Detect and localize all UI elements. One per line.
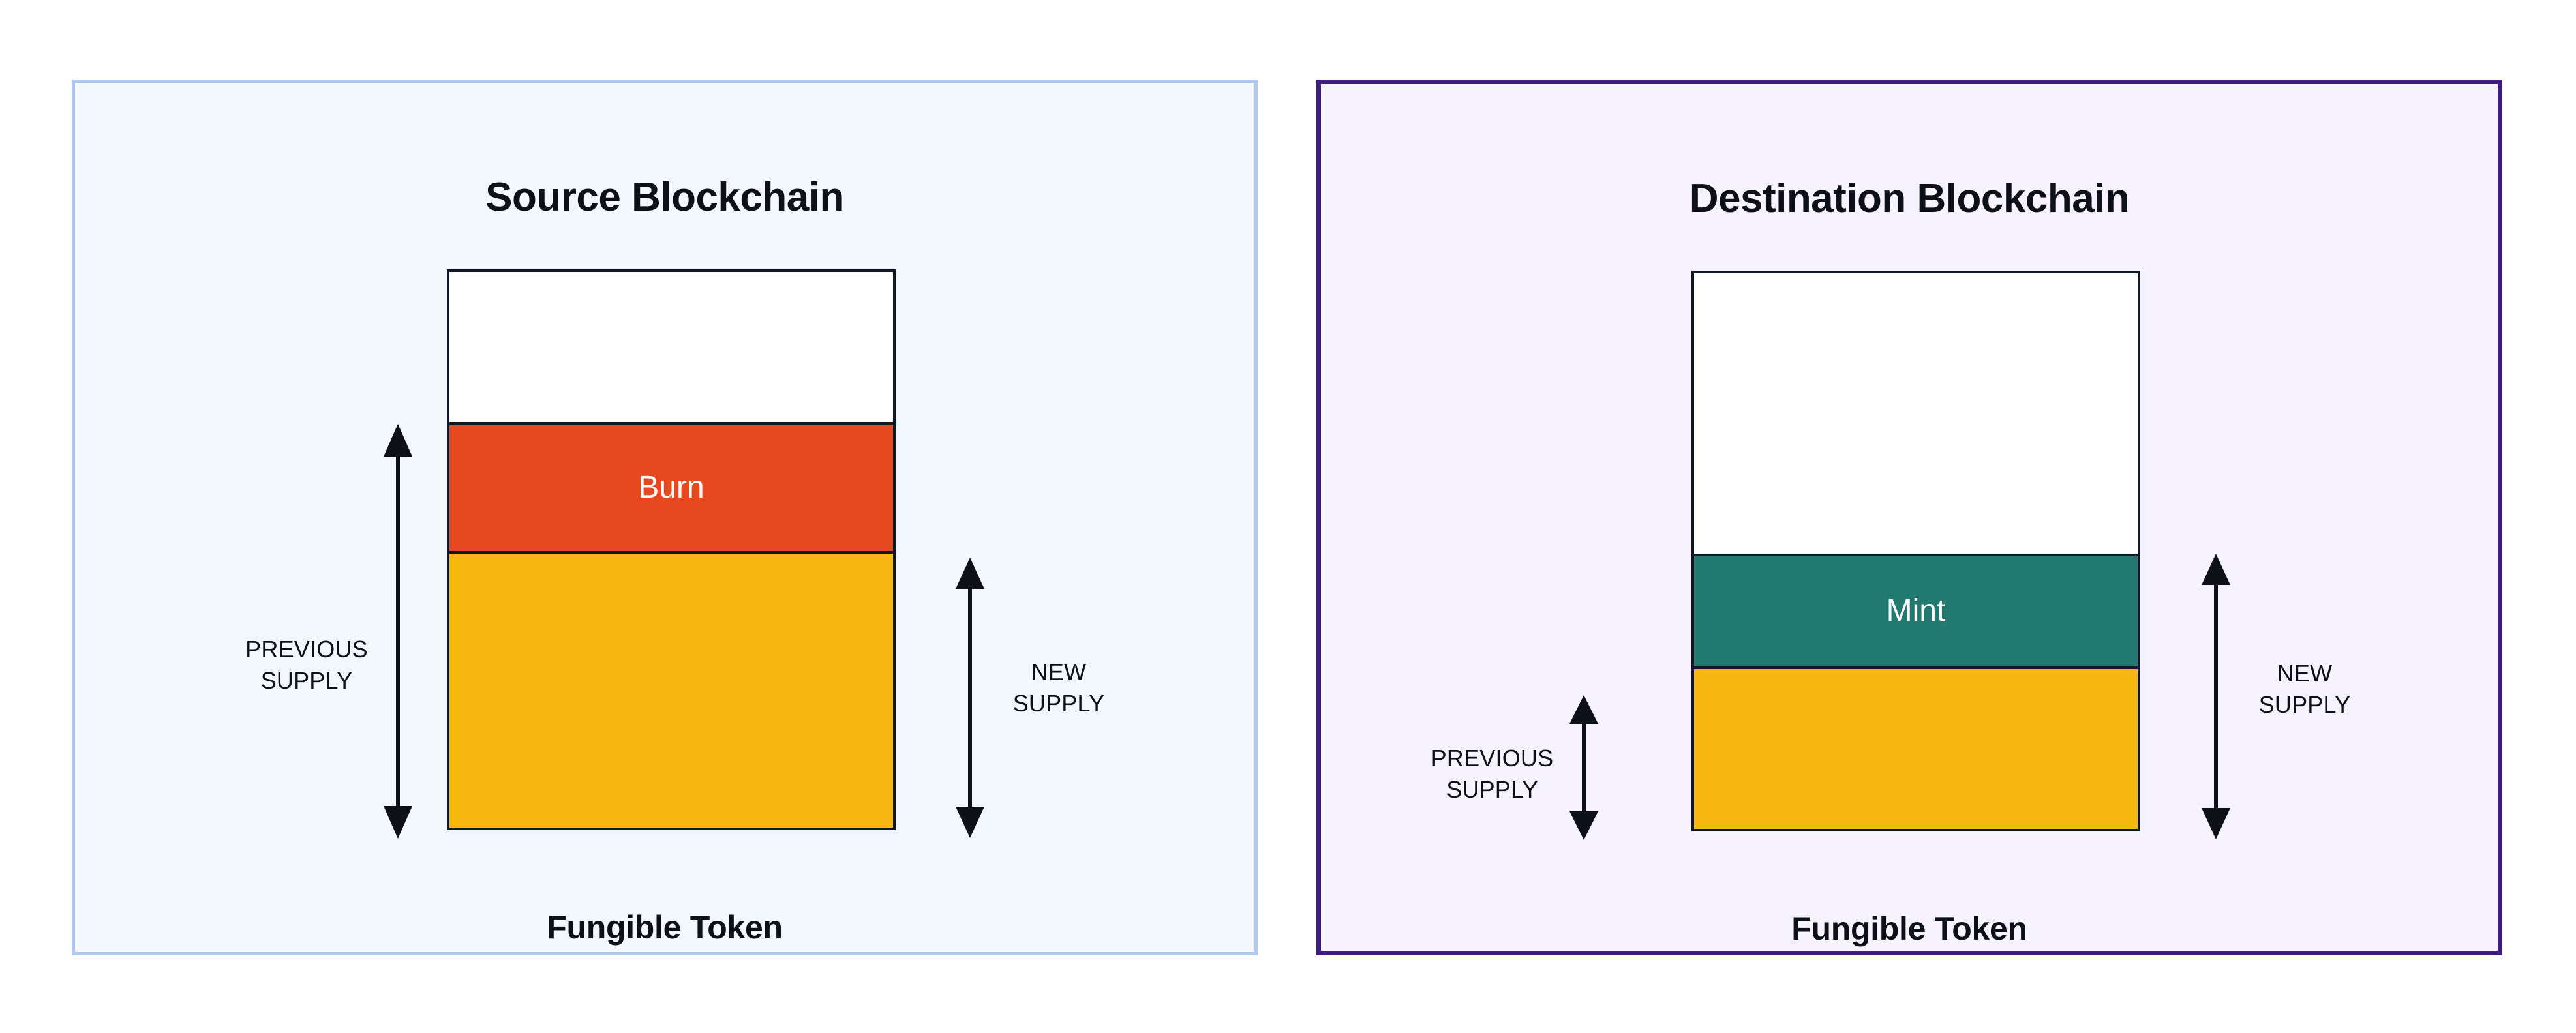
measure-label-previous-supply-destination: PREVIOUS SUPPLY <box>1431 745 1554 803</box>
panel-destination-blockchain: Destination Blockchain Mint PREVIOUS SUP… <box>1316 80 2502 955</box>
bar-segment-burn-label: Burn <box>638 470 705 505</box>
measure-arrow-previous-supply-source <box>378 423 417 840</box>
panel-source-blockchain: Source Blockchain Burn PREVIOUS SUPPLY <box>72 80 1258 955</box>
panel-title-source: Source Blockchain <box>485 175 844 220</box>
measure-arrow-new-supply-destination <box>2196 552 2235 841</box>
bar-segment-supply-destination <box>1694 668 2138 829</box>
measure-arrow-new-supply-source <box>950 556 990 839</box>
panel-title-destination: Destination Blockchain <box>1689 176 2130 221</box>
bar-segment-burn: Burn <box>449 422 893 554</box>
panel-footer-destination: Fungible Token <box>1791 910 2027 947</box>
bar-segment-mint: Mint <box>1694 554 2138 669</box>
measure-label-new-supply-destination: NEW SUPPLY <box>2258 660 2351 718</box>
bar-segment-mint-label: Mint <box>1886 593 1946 629</box>
token-supply-bar-source: Burn <box>447 269 896 830</box>
bar-segment-supply-source <box>449 553 893 828</box>
token-supply-bar-destination: Mint <box>1691 271 2140 831</box>
bar-segment-empty-destination <box>1694 273 2138 554</box>
measure-label-new-supply-source: NEW SUPPLY <box>1012 659 1105 717</box>
measure-label-previous-supply-source: PREVIOUS SUPPLY <box>245 636 368 694</box>
panel-footer-source: Fungible Token <box>547 909 783 946</box>
bar-segment-empty-source <box>449 272 893 423</box>
measure-arrow-previous-supply-destination <box>1564 694 1603 841</box>
